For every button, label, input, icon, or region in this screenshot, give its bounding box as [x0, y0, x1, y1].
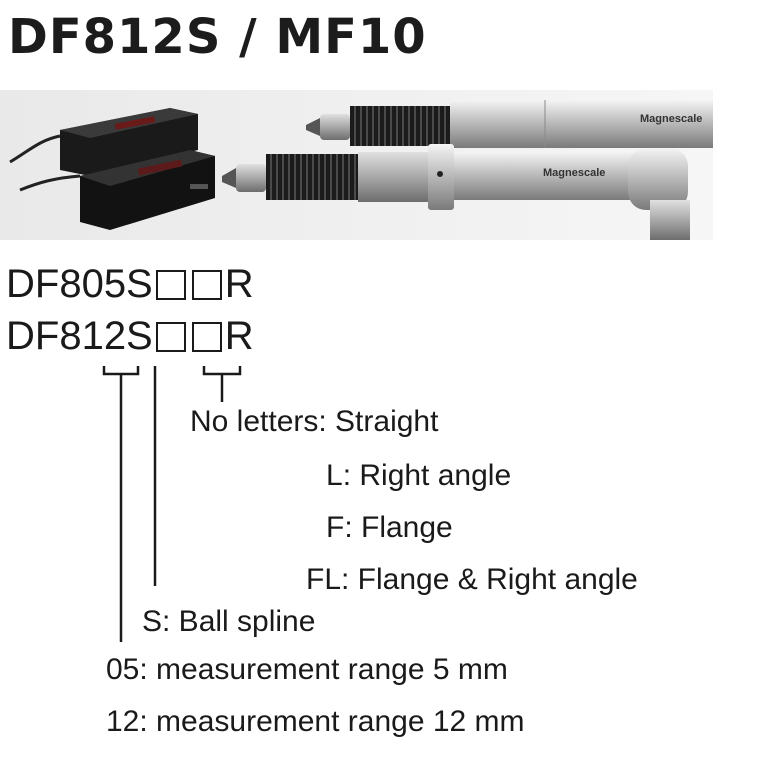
model-code-df805s: DF805S R — [6, 262, 254, 306]
blank-box-1 — [155, 322, 186, 352]
legend-text: : Flange — [344, 511, 453, 544]
code-prefix: DF805S — [6, 262, 153, 306]
legend-code: F — [326, 511, 345, 544]
legend-right-angle: L: Right angle — [326, 458, 511, 494]
blank-box-2 — [191, 270, 222, 300]
legend-text: : Flange & Right angle — [341, 563, 638, 596]
blank-box-2 — [191, 322, 222, 352]
brand-label-top: Magnescale — [640, 113, 702, 125]
legend-flange: F: Flange — [326, 510, 453, 546]
legend-range-12: 12: measurement range 12 mm — [106, 705, 525, 738]
sensor-straight: Magnescale — [306, 100, 713, 148]
blank-box-1 — [155, 270, 186, 300]
bracket-shape-boxes — [202, 366, 242, 376]
legend-text: : Right angle — [342, 459, 512, 492]
legend-no-letters: No letters: Straight — [190, 405, 439, 438]
legend-code: L — [326, 459, 343, 492]
sensor-right-angle: Magnescale — [222, 144, 690, 240]
page-title: DF812S / MF10 — [8, 9, 427, 65]
amplifier-units — [9, 108, 215, 230]
legend-flange-right-angle: FL: Flange & Right angle — [306, 562, 638, 598]
legend-range-05: 05: measurement range 5 mm — [106, 653, 508, 686]
model-code-df812s: DF812S R — [6, 314, 254, 358]
legend-ball-spline: S: Ball spline — [142, 605, 316, 638]
bracket-range-digits — [102, 366, 140, 376]
code-prefix: DF812S — [6, 314, 153, 358]
product-photo: Magnescale Magnescale — [0, 90, 713, 240]
code-suffix: R — [224, 262, 254, 306]
code-suffix: R — [224, 314, 254, 358]
legend-code: FL — [306, 563, 342, 596]
brand-label-bottom: Magnescale — [543, 167, 605, 179]
